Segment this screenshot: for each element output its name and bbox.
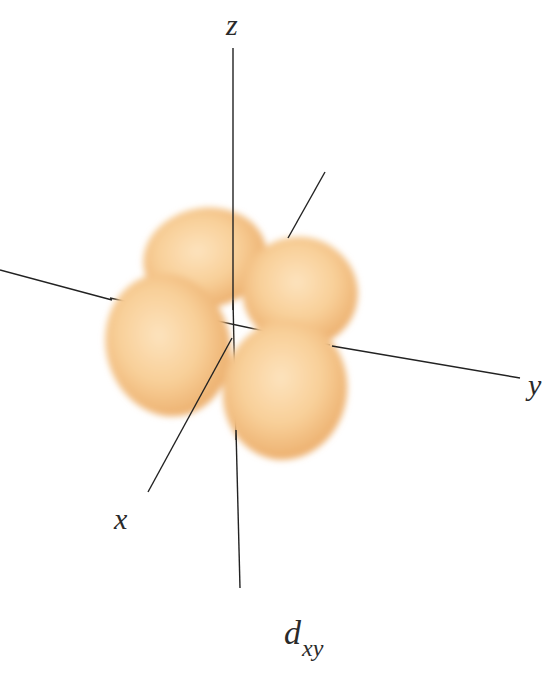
caption-subscript: xy xyxy=(302,636,323,660)
caption-symbol: d xyxy=(284,616,301,650)
axis-lines xyxy=(0,48,520,588)
orbital-lobes xyxy=(89,198,370,470)
axis-label: y xyxy=(528,370,541,400)
axis-label: z xyxy=(226,10,238,40)
axis-label: x xyxy=(114,504,127,534)
